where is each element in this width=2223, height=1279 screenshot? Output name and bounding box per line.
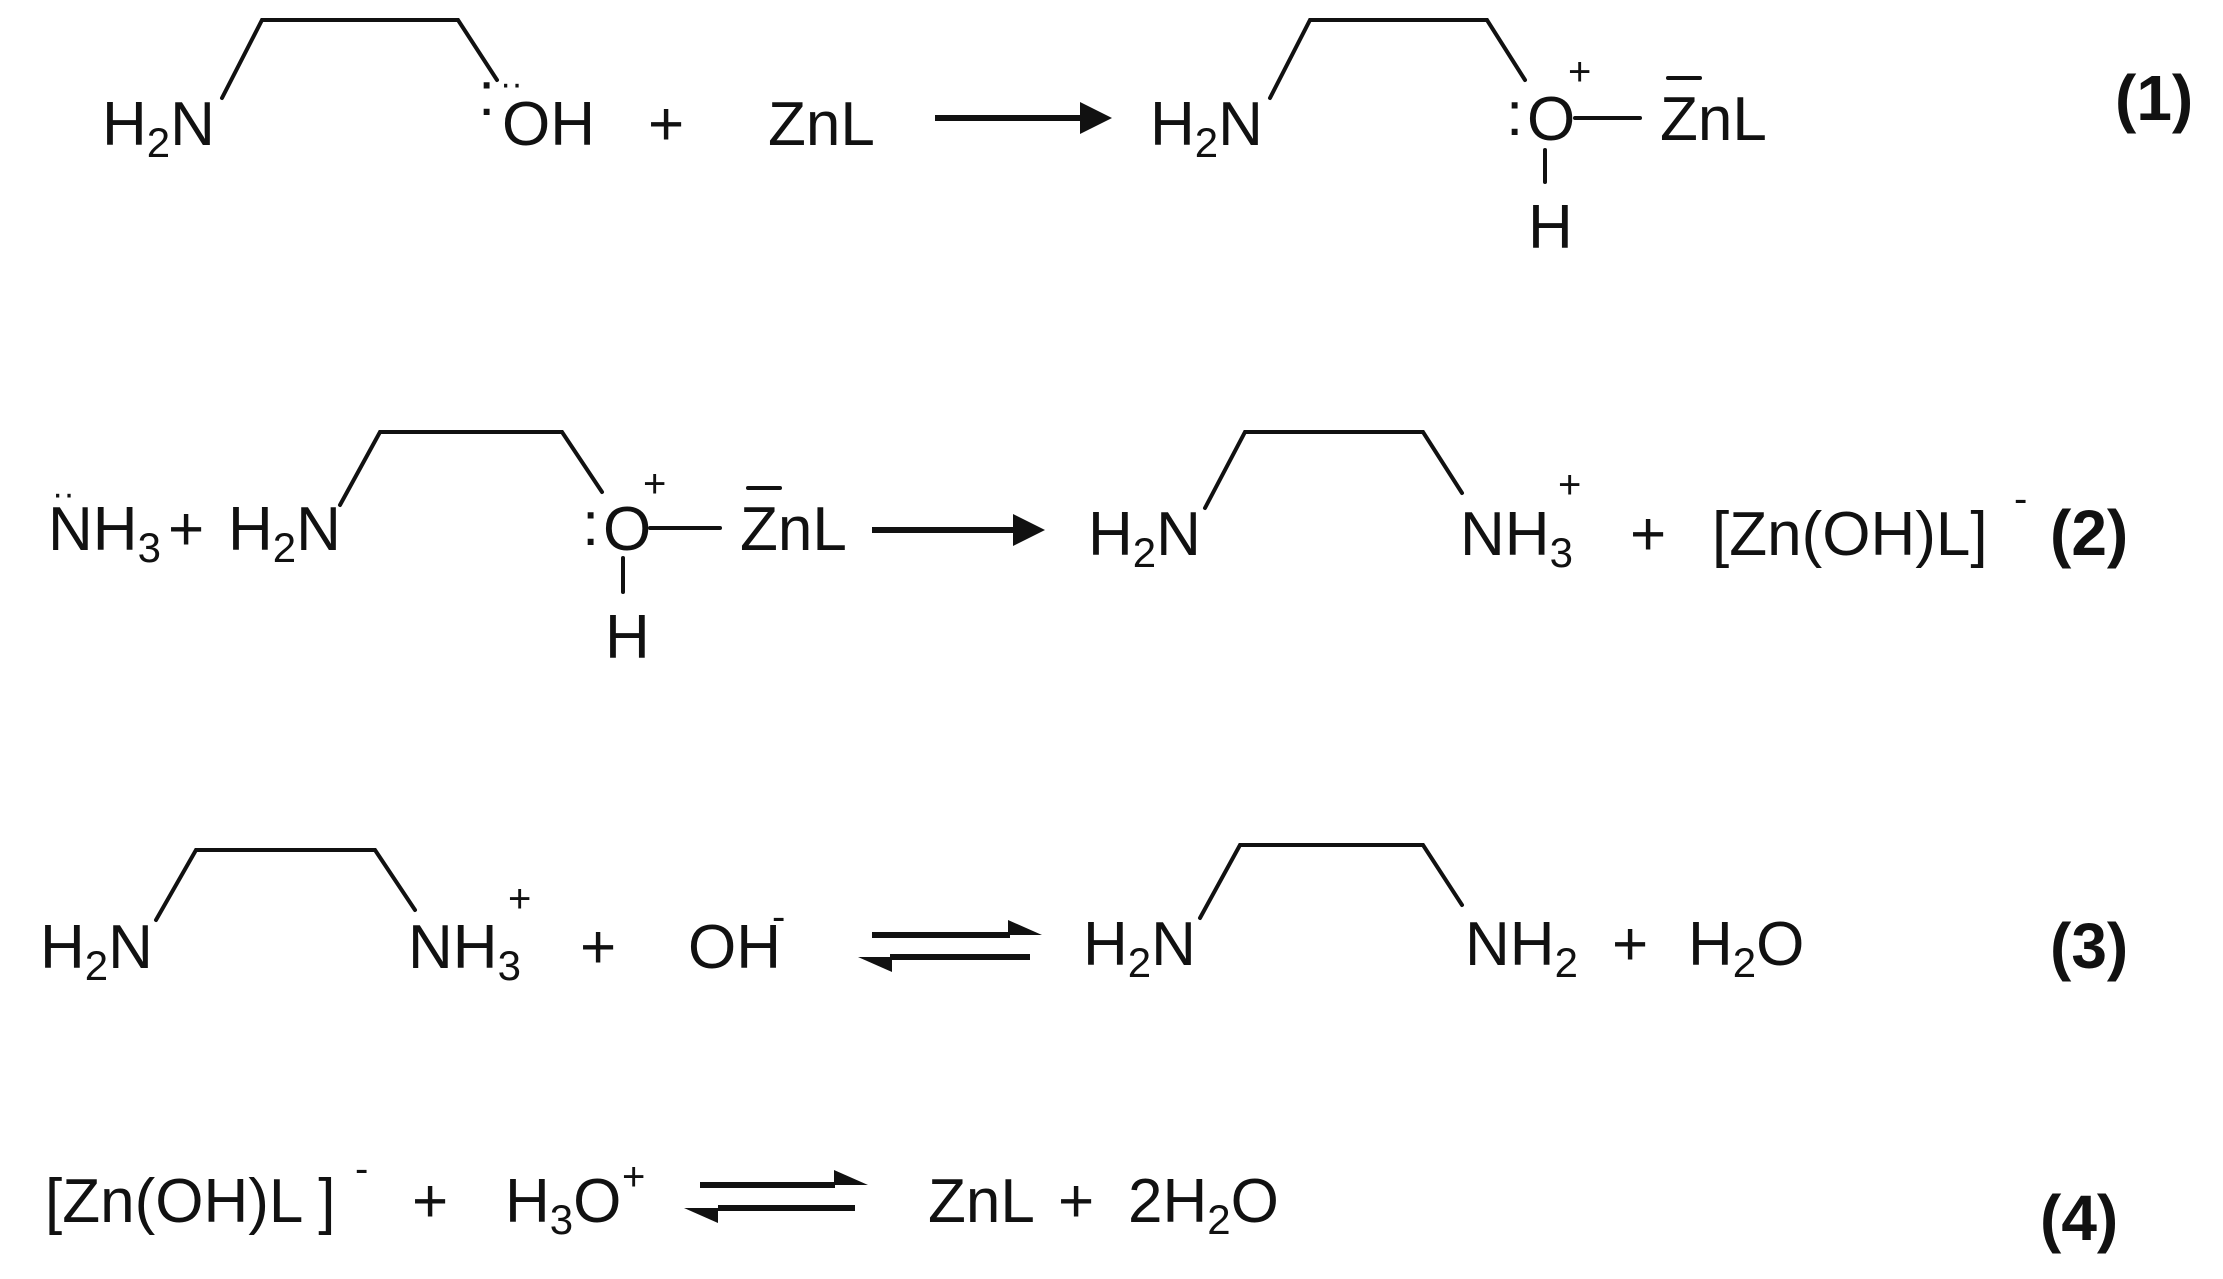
lone-pair-dots: : — [478, 60, 495, 129]
equilibrium-arrow — [858, 920, 1042, 972]
plus-sign: + — [580, 913, 616, 982]
reaction-1: H2N : ·· OH + ZnL H2N : O + ZnL H (1) — [102, 18, 2193, 262]
lone-pair-dots: : — [1506, 80, 1523, 149]
ethylenediamine-molecule: H2N NH2 — [1083, 843, 1578, 986]
ammonia-label: NH3 — [48, 495, 161, 571]
oxonium-zinc-complex: H2N : O + ZnL H — [1150, 18, 1767, 262]
equation-number: (4) — [2040, 1182, 2118, 1254]
equilibrium-arrow — [684, 1170, 868, 1223]
carbon-chain-bond — [338, 430, 604, 507]
ammonium-group-label: NH3 — [408, 913, 521, 989]
zinc-label: ZnL — [1660, 85, 1767, 154]
positive-charge: + — [1568, 50, 1591, 94]
hydroxyl-group-label: OH — [502, 90, 595, 159]
ethanolamine-molecule: H2N : ·· OH — [102, 18, 595, 166]
amine-group-label: H2N — [102, 90, 215, 166]
hydrogen-label: H — [605, 603, 650, 672]
amine-group-label: H2N — [1083, 910, 1196, 986]
hydrogen-label: H — [1528, 193, 1573, 262]
plus-sign: + — [1612, 910, 1648, 979]
positive-charge: + — [508, 877, 531, 921]
positive-charge: + — [1558, 463, 1581, 507]
hydroxyl-group-label: OH — [502, 90, 595, 159]
reaction-4: [Zn(OH)L ] - + H3O + ZnL + 2H2O (4) — [45, 1147, 2118, 1254]
ethylenediammonium-molecule: H2N NH3 + — [1088, 430, 1581, 576]
plus-sign: + — [412, 1167, 448, 1236]
zinc-hydroxide-complex-label: [Zn(OH)L] — [1712, 500, 1988, 569]
carbon-chain-bond — [1268, 18, 1527, 100]
plus-sign: + — [1630, 500, 1666, 569]
hydronium-label: H3O — [505, 1167, 621, 1243]
amine-group-label: H2N — [228, 495, 341, 571]
equation-number: (3) — [2050, 910, 2128, 982]
water-label: H2O — [1688, 910, 1804, 986]
equation-number: (1) — [2115, 62, 2193, 134]
positive-charge: + — [622, 1155, 645, 1199]
oxonium-oxygen-label: O — [603, 495, 651, 564]
negative-charge: - — [355, 1147, 368, 1191]
oxonium-oxygen-label: O — [1527, 85, 1575, 154]
carbon-chain-bond — [154, 848, 417, 922]
reaction-3: H2N NH3 + + OH - H2N NH2 + H2O (3) — [40, 843, 2128, 989]
carbon-chain-bond — [1198, 843, 1464, 920]
positive-charge: + — [643, 462, 666, 506]
lone-pair-dots: ·· — [500, 65, 523, 103]
water-label: 2H2O — [1128, 1167, 1279, 1243]
zinc-reagent-label: ZnL — [928, 1167, 1035, 1236]
carbon-chain-bond — [220, 18, 499, 100]
lone-pair-dots: ·· — [52, 475, 75, 513]
amine-group-label: H2N — [40, 913, 153, 989]
oxonium-zinc-complex: H2N : O + ZnL H — [228, 430, 847, 672]
negative-charge: - — [2014, 477, 2027, 521]
amine-group-label: H2N — [1088, 500, 1201, 576]
plus-sign: + — [168, 495, 204, 564]
ammonium-group-label: NH3 — [1460, 500, 1573, 576]
equation-number: (2) — [2050, 497, 2128, 569]
forward-arrow — [935, 102, 1112, 134]
lone-pair-dots: : — [582, 490, 599, 559]
ammonia-molecule: NH3 ·· — [48, 475, 161, 571]
reaction-2: NH3 ·· + H2N : O + ZnL H H2N NH3 + + [Zn… — [48, 430, 2128, 672]
amine-group-label: NH2 — [1465, 910, 1578, 986]
hydroxide-label: OH — [688, 913, 781, 982]
amine-group-label: H2N — [1150, 90, 1263, 166]
plus-sign: + — [1058, 1167, 1094, 1236]
negative-charge: - — [772, 895, 785, 939]
zinc-hydroxide-complex-label: [Zn(OH)L ] — [45, 1167, 336, 1236]
carbon-chain-bond — [1203, 430, 1464, 510]
ethylenediammonium-molecule: H2N NH3 + — [40, 848, 531, 989]
zinc-label: ZnL — [740, 495, 847, 564]
zinc-reagent-label: ZnL — [768, 90, 875, 159]
forward-arrow — [872, 514, 1045, 546]
plus-sign: + — [648, 90, 684, 159]
